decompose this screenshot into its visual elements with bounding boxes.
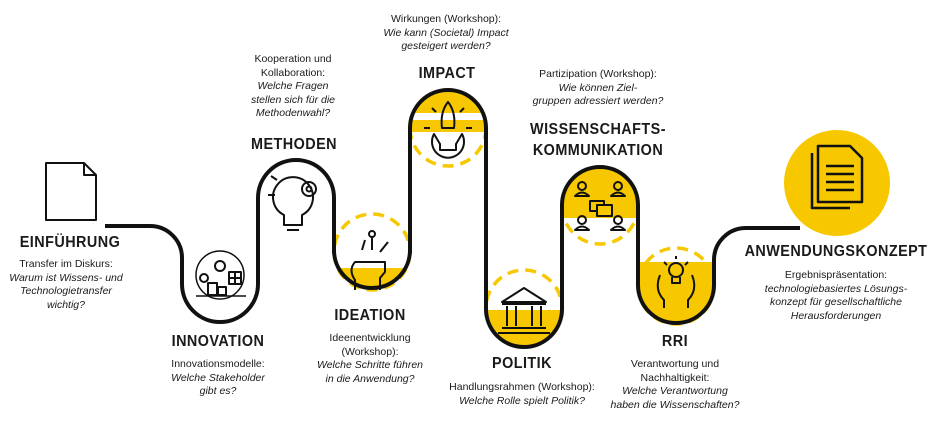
impact-question-1: Wie kann (Societal) Impact: [383, 26, 509, 39]
rri-intro-2: Nachhaltigkeit:: [640, 371, 710, 384]
methoden-question-2: stellen sich für die: [250, 93, 336, 106]
einfuehrung-question-2: Technologietransfer: [20, 285, 112, 297]
rocket-bulb-icon: [424, 101, 472, 159]
wiss-question-1: Wie können Ziel-: [558, 81, 638, 94]
document-icon: [45, 162, 97, 221]
documents-icon: [810, 144, 864, 210]
einfuehrung-question-3: wichtig?: [47, 298, 85, 311]
methoden-question-3: Methodenwahl?: [255, 107, 331, 119]
innovation-question-1: Welche Stakeholder: [171, 371, 265, 384]
rri-description: Verantwortung und Nachhaltigkeit: Welche…: [611, 358, 740, 412]
government-building-icon: [498, 287, 550, 334]
anwendungskonzept-question-1: technologiebasiertes Lösungs-: [764, 282, 908, 295]
people-chat-icon: [574, 181, 626, 231]
politik-description: Handlungsrahmen (Workshop): Welche Rolle…: [449, 381, 595, 408]
einfuehrung-description: Transfer im Diskurs: Warum ist Wissens- …: [9, 258, 123, 312]
lightbulb-gear-icon: [268, 175, 317, 231]
ideation-title: IDEATION: [334, 307, 406, 324]
wiss-fill: [562, 167, 638, 218]
ideation-question-1: Welche Schritte führen: [316, 359, 424, 371]
innovation-title: INNOVATION: [171, 333, 265, 350]
innovation-intro: Innovationsmodelle:: [171, 358, 265, 370]
head-ideas-icon: [350, 230, 389, 290]
smart-city-icon: [195, 250, 246, 300]
wiss-title-line-1: WISSENSCHAFTS-: [530, 121, 666, 138]
wiss-intro: Partizipation (Workshop):: [539, 68, 657, 80]
politik-title: POLITIK: [492, 355, 552, 372]
rri-title: RRI: [661, 333, 689, 350]
einfuehrung-intro: Transfer im Diskurs:: [19, 258, 113, 270]
innovation-description: Innovationsmodelle: Welche Stakeholder g…: [171, 358, 265, 399]
anwendungskonzept-description: Ergebnispräsentation: technologiebasiert…: [765, 269, 907, 323]
impact-description: Wirkungen (Workshop): Wie kann (Societal…: [383, 13, 508, 54]
politik-question-1: Welche Rolle spielt Politik?: [459, 394, 585, 407]
methoden-description: Kooperation und Kollaboration: Welche Fr…: [251, 53, 335, 121]
innovation-question-2: gibt es?: [199, 385, 237, 397]
rri-fill: [638, 262, 714, 323]
anwendungskonzept-question-3: Herausforderungen: [790, 309, 882, 322]
methoden-title: METHODEN: [250, 136, 338, 153]
ideation-intro-1: Ideenentwicklung: [329, 332, 411, 344]
rri-question-1: Welche Verantwortung: [622, 385, 728, 397]
methoden-intro-1: Kooperation und: [254, 53, 332, 65]
roadmap-path: [105, 88, 800, 349]
impact-intro: Wirkungen (Workshop):: [390, 13, 502, 25]
einfuehrung-title: EINFÜHRUNG: [19, 234, 121, 251]
wiss-description: Partizipation (Workshop): Wie können Zie…: [533, 68, 664, 109]
impact-title: IMPACT: [418, 65, 476, 82]
anwendungskonzept-question-2: konzept für gesellschaftliche: [770, 296, 902, 308]
anwendungskonzept-title: ANWENDUNGSKONZEPT: [744, 243, 928, 260]
impact-question-2: gesteigert werden?: [401, 40, 491, 52]
methoden-intro-2: Kollaboration:: [260, 66, 326, 79]
methoden-question-1: Welche Fragen: [257, 80, 329, 92]
einfuehrung-question-1: Warum ist Wissens- und: [9, 271, 123, 284]
wiss-title-line-2: KOMMUNIKATION: [532, 142, 664, 159]
ideation-question-2: in die Anwendung?: [325, 372, 415, 385]
rri-question-2: haben die Wissenschaften?: [610, 398, 740, 411]
wiss-question-2: gruppen adressiert werden?: [532, 95, 664, 107]
rri-intro-1: Verantwortung und: [630, 358, 720, 370]
politik-intro: Handlungsrahmen (Workshop):: [449, 381, 595, 393]
ideation-description: Ideenentwicklung (Workshop): Welche Schr…: [317, 332, 423, 386]
anwendungskonzept-intro: Ergebnispräsentation:: [784, 269, 888, 281]
ideation-intro-2: (Workshop):: [341, 345, 399, 358]
hands-lightbulb-icon: [656, 256, 696, 308]
